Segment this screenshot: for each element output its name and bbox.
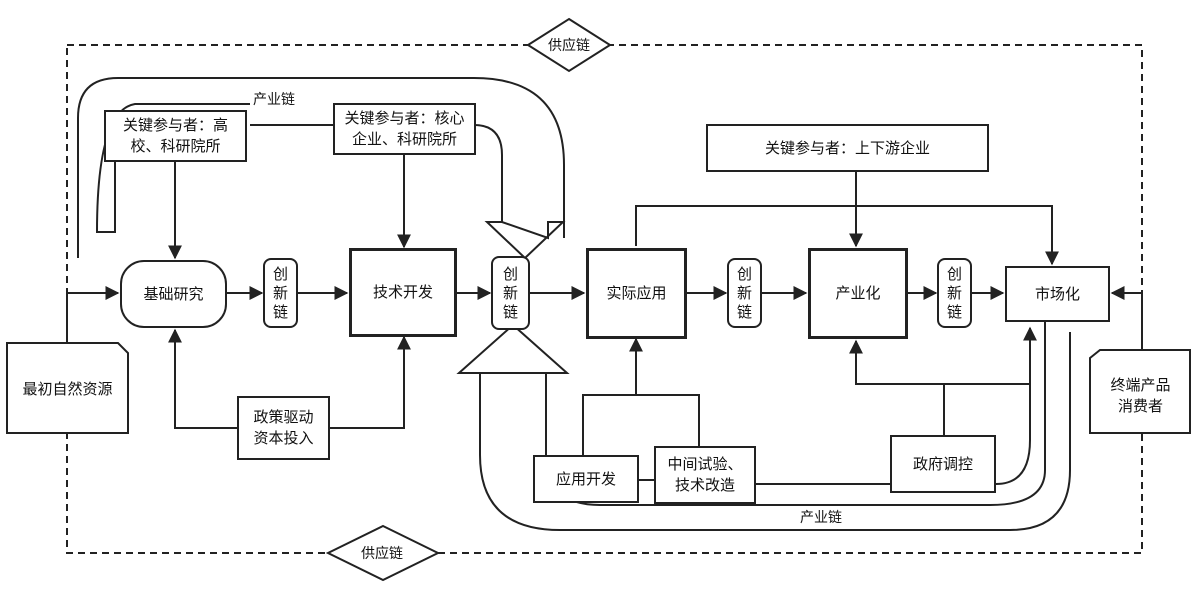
innovation-chain-link-1: 创新链 xyxy=(263,258,298,328)
application-dev-box: 应用开发 xyxy=(533,455,639,503)
natural-resources-node: 最初自然资源 xyxy=(22,379,113,398)
gov-regulation-box: 政府调控 xyxy=(890,435,996,493)
practical-application-node: 实际应用 xyxy=(586,248,687,339)
supply-chain-label-top: 供应链 xyxy=(548,38,590,54)
consumers-node: 终端产品 消费者 xyxy=(1110,376,1171,415)
innovation-chain-char: 新 xyxy=(502,283,518,302)
actors-core-enterprises-box: 关键参与者：核心 企业、科研院所 xyxy=(333,103,476,155)
supply-chain-diamond-top xyxy=(526,17,612,73)
innovation-chain-link-3: 创新链 xyxy=(727,258,762,328)
innovation-chain-char: 新 xyxy=(946,283,962,302)
innovation-chain-char: 创 xyxy=(502,264,518,283)
innovation-chain-char: 链 xyxy=(946,302,962,321)
pilot-test-box: 中间试验、 技术改造 xyxy=(654,446,756,504)
industry-chain-bottom-loop xyxy=(479,332,1071,531)
supply-chain-label-bottom: 供应链 xyxy=(361,546,403,562)
hollow-down-arrow xyxy=(484,221,566,260)
basic-research-node: 基础研究 xyxy=(120,260,227,328)
innovation-chain-char: 创 xyxy=(272,264,288,283)
innovation-chain-link-2: 创新链 xyxy=(491,256,530,330)
actors-universities-box: 关键参与者：高 校、科研院所 xyxy=(104,110,247,162)
innovation-chain-link-4: 创新链 xyxy=(937,258,972,328)
innovation-chain-char: 链 xyxy=(502,302,518,321)
industry-chain-top-loop-inner-right xyxy=(250,124,503,222)
policy-capital-box: 政策驱动 资本投入 xyxy=(237,396,330,460)
industry-chain-label-top: 产业链 xyxy=(253,92,295,108)
natural-resources-shape xyxy=(6,342,129,434)
innovation-chain-char: 链 xyxy=(272,302,288,321)
industry-chain-top-loop xyxy=(77,77,565,258)
innovation-chain-char: 链 xyxy=(736,302,752,321)
innovation-chain-char: 创 xyxy=(736,264,752,283)
innovation-chain-char: 新 xyxy=(272,283,288,302)
supply-chain-diamond-bottom xyxy=(325,524,441,582)
consumers-shape xyxy=(1089,349,1191,434)
arrow-policy-to-tech xyxy=(330,335,411,429)
innovation-chain-char: 新 xyxy=(736,283,752,302)
innovation-chain-char: 创 xyxy=(946,264,962,283)
actors-up-downstream-box: 关键参与者：上下游企业 xyxy=(706,124,989,172)
industrialization-node: 产业化 xyxy=(808,248,908,339)
tech-development-node: 技术开发 xyxy=(349,248,457,337)
industry-chain-label-bottom: 产业链 xyxy=(800,510,842,526)
marketization-node: 市场化 xyxy=(1005,266,1110,322)
arrow-policy-to-research xyxy=(168,328,237,429)
hollow-up-arrow xyxy=(456,323,570,374)
